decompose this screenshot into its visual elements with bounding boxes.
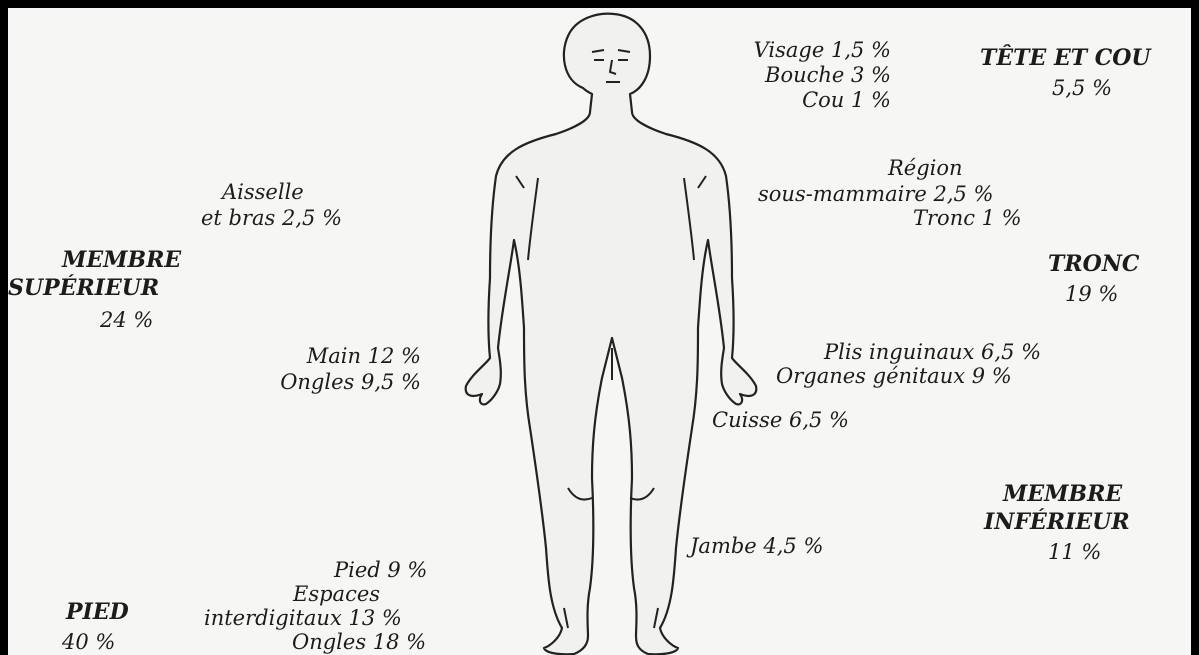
heading-tete-et-cou: TÊTE ET COU [980, 46, 1151, 71]
label-tronc-part: Tronc 1 % [913, 206, 1022, 231]
label-cuisse: Cuisse 6,5 % [712, 408, 849, 433]
label-visage: Visage 1,5 % [754, 38, 891, 63]
label-main: Main 12 % [307, 344, 421, 369]
label-interdigitaux: interdigitaux 13 % [204, 606, 402, 631]
label-bouche: Bouche 3 % [765, 63, 891, 88]
heading-membre-superieur-2: SUPÉRIEUR [8, 276, 159, 301]
heading-membre-superieur-1: MEMBRE [62, 248, 181, 273]
heading-pied: PIED [66, 600, 129, 625]
pct-membre-superieur: 24 % [100, 308, 153, 333]
diagram-frame: Visage 1,5 % Bouche 3 % Cou 1 % TÊTE ET … [8, 8, 1191, 655]
label-sous-mammaire: sous-mammaire 2,5 % [758, 182, 993, 207]
label-aisselle: Aisselle [222, 180, 304, 205]
label-ongles-pied: Ongles 18 % [292, 630, 426, 655]
label-plis-inguinaux: Plis inguinaux 6,5 % [824, 340, 1041, 365]
label-ongles-main: Ongles 9,5 % [280, 370, 421, 395]
heading-membre-inferieur-1: MEMBRE [1003, 482, 1122, 507]
label-jambe: Jambe 4,5 % [690, 534, 823, 559]
label-region: Région [888, 156, 963, 181]
heading-tronc: TRONC [1048, 252, 1139, 277]
label-cou: Cou 1 % [802, 88, 891, 113]
pct-tronc: 19 % [1065, 282, 1118, 307]
heading-membre-inferieur-2: INFÉRIEUR [984, 510, 1130, 535]
human-body-figure [8, 8, 1191, 655]
label-pied: Pied 9 % [334, 558, 427, 583]
pct-pied: 40 % [62, 630, 115, 655]
pct-tete-et-cou: 5,5 % [1052, 76, 1112, 101]
label-organes-genitaux: Organes génitaux 9 % [776, 364, 1012, 389]
pct-membre-inferieur: 11 % [1048, 540, 1101, 565]
label-espaces: Espaces [293, 582, 380, 607]
label-bras: et bras 2,5 % [201, 206, 342, 231]
